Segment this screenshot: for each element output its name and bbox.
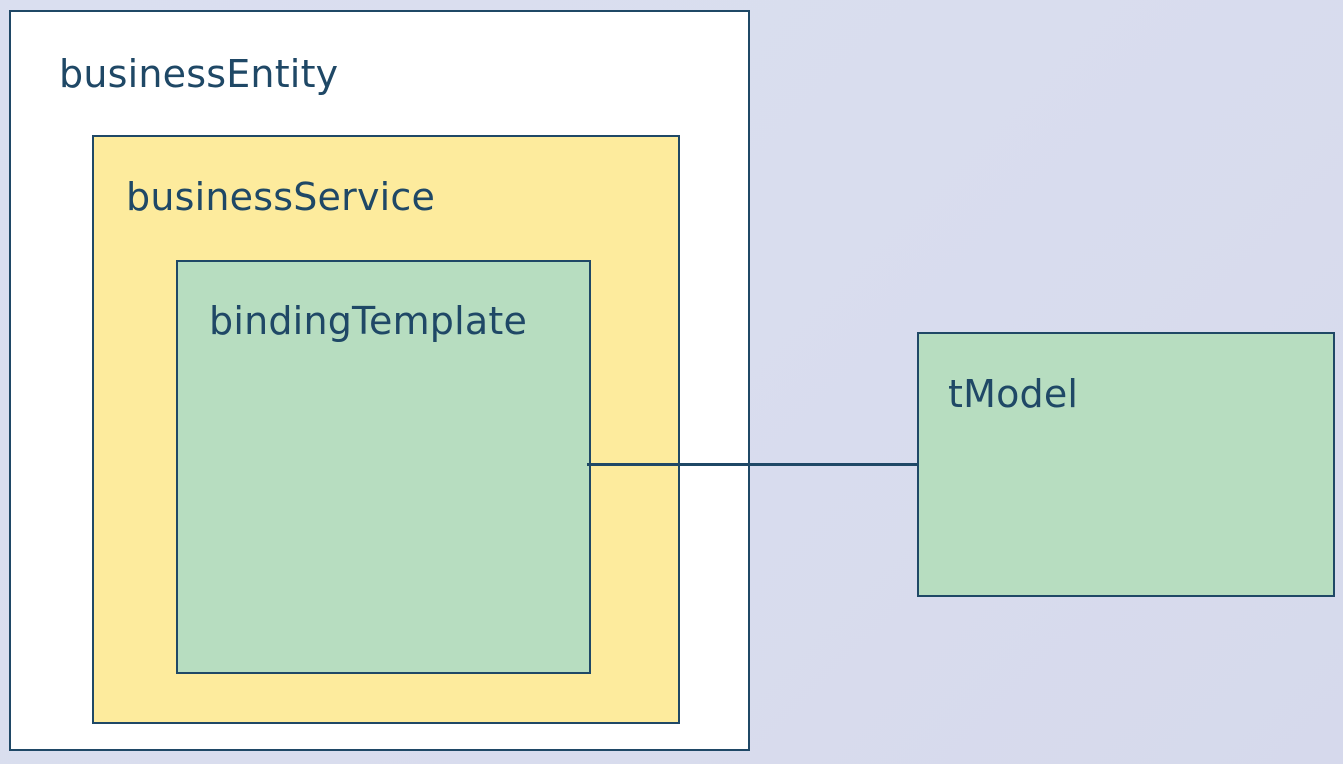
binding-template-to-tmodel-connector [587, 463, 919, 466]
business-service-label: businessService [126, 175, 436, 219]
tmodel-label: tModel [948, 372, 1079, 416]
business-service-box: businessService bindingTemplate [92, 135, 680, 724]
binding-template-box: bindingTemplate [176, 260, 591, 674]
business-entity-box: businessEntity businessService bindingTe… [9, 10, 750, 751]
business-entity-label: businessEntity [59, 52, 339, 96]
tmodel-box: tModel [917, 332, 1335, 597]
binding-template-label: bindingTemplate [209, 299, 528, 343]
